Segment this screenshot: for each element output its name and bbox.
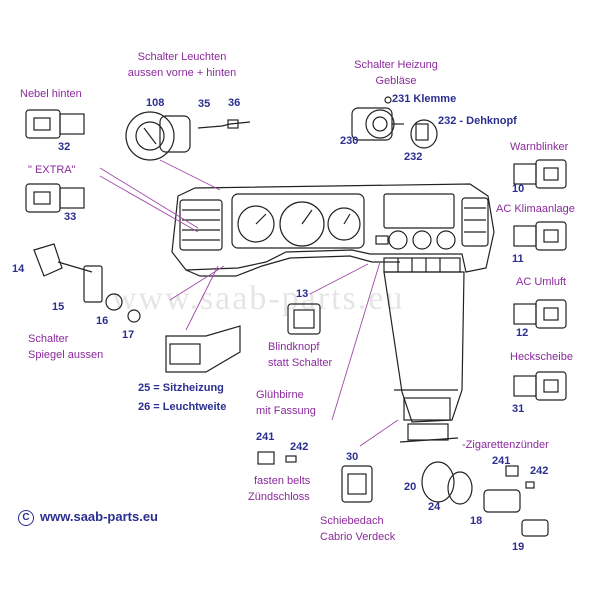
- label-dehnknopf: 232 - Dehknopf: [438, 115, 517, 127]
- num-242b: 242: [530, 465, 549, 477]
- num-242a: 242: [290, 441, 309, 453]
- label-schalter-heizung-1: Schalter Heizung: [354, 59, 438, 71]
- switch-10: [535, 159, 567, 189]
- label-zigarettenzuender: -Zigarettenzünder: [462, 439, 549, 451]
- light-switch-108: [125, 111, 175, 161]
- label-schalter-spiegel-1: Schalter: [28, 333, 69, 345]
- num-108: 108: [146, 97, 165, 109]
- label-ac-umluft: AC Umluft: [516, 276, 567, 288]
- num-16: 16: [96, 315, 109, 327]
- switch-11: [535, 221, 567, 251]
- num-30: 30: [346, 451, 359, 463]
- num-10: 10: [512, 183, 525, 195]
- lighter-socket-20: [421, 461, 455, 503]
- num-24: 24: [428, 501, 441, 513]
- label-fasten-belts-1: fasten belts: [254, 475, 311, 487]
- lighter-plug-19: [521, 519, 549, 537]
- num-17: 17: [122, 329, 135, 341]
- mirror-switch-14: [33, 243, 63, 277]
- label-schalter-spiegel-2: Spiegel aussen: [28, 349, 104, 361]
- label-fasten-belts-2: Zündschloss: [248, 491, 310, 503]
- label-warnblinker: Warnblinker: [510, 141, 569, 153]
- label-heckscheibe: Heckscheibe: [510, 351, 573, 363]
- num-11: 11: [512, 253, 524, 265]
- num-12: 12: [516, 327, 529, 339]
- label-leuchtweite: 26 = Leuchtweite: [138, 401, 227, 413]
- num-32: 32: [58, 141, 71, 153]
- switch-31: [535, 371, 567, 401]
- dashboard-lower-edge: [185, 255, 400, 277]
- left-vent: [179, 199, 223, 251]
- label-klemme: 231 Klemme: [392, 93, 457, 105]
- instrument-cluster: [231, 193, 365, 249]
- blank-button-13: [287, 303, 321, 335]
- num-33: 33: [64, 211, 77, 223]
- right-vent: [461, 197, 489, 247]
- label-schalter-heizung-2: Gebläse: [375, 75, 417, 87]
- label-schiebedach-1: Schiebedach: [320, 515, 384, 527]
- copyright-symbol: C: [18, 509, 34, 526]
- label-blindknopf-2: statt Schalter: [268, 357, 333, 369]
- switch-33: [25, 183, 61, 213]
- climate-knob-1: [388, 230, 408, 250]
- label-schalter-leuchten-1: Schalter Leuchten: [137, 51, 227, 63]
- dashboard-outline: [171, 183, 495, 273]
- num-13: 13: [296, 288, 309, 300]
- label-gluehbirne-1: Glühbirne: [256, 389, 304, 401]
- bulb-241b: [505, 465, 519, 477]
- climate-knob-3: [436, 230, 456, 250]
- switch-12: [535, 299, 567, 329]
- bulb-241a: [257, 451, 275, 465]
- label-sitzheizung: 25 = Sitzheizung: [138, 382, 224, 394]
- num-35: 35: [198, 98, 211, 110]
- watermark: www.saab-parts.eu: [112, 280, 405, 317]
- center-console: [383, 271, 465, 423]
- num-36: 36: [228, 97, 241, 109]
- label-nebel-hinten: Nebel hinten: [20, 88, 82, 100]
- part-35-36: [197, 121, 251, 129]
- num-232: 232: [404, 151, 423, 163]
- num-230: 230: [340, 135, 359, 147]
- num-18: 18: [470, 515, 483, 527]
- knob-232: [410, 119, 438, 149]
- label-extra: " EXTRA": [28, 164, 76, 176]
- num-14: 14: [12, 263, 25, 275]
- label-schalter-leuchten-2: aussen vorne + hinten: [127, 67, 237, 79]
- switch-panel-25-26: [165, 325, 241, 373]
- switch-32: [25, 109, 61, 139]
- num-20: 20: [404, 481, 417, 493]
- label-blindknopf-1: Blindknopf: [268, 341, 320, 353]
- label-gluehbirne-2: mit Fassung: [256, 405, 316, 417]
- num-15: 15: [52, 301, 65, 313]
- num-241a: 241: [256, 431, 275, 443]
- sunroof-switch-30: [341, 465, 373, 503]
- num-241b: 241: [492, 455, 511, 467]
- display-panel: [383, 193, 455, 229]
- num-19: 19: [512, 541, 525, 553]
- label-schiebedach-2: Cabrio Verdeck: [320, 531, 396, 543]
- copyright-site[interactable]: www.saab-parts.eu: [40, 509, 158, 524]
- climate-knob-2: [412, 230, 432, 250]
- num-31: 31: [512, 403, 525, 415]
- label-ac-klima: AC Klimaanlage: [496, 203, 575, 215]
